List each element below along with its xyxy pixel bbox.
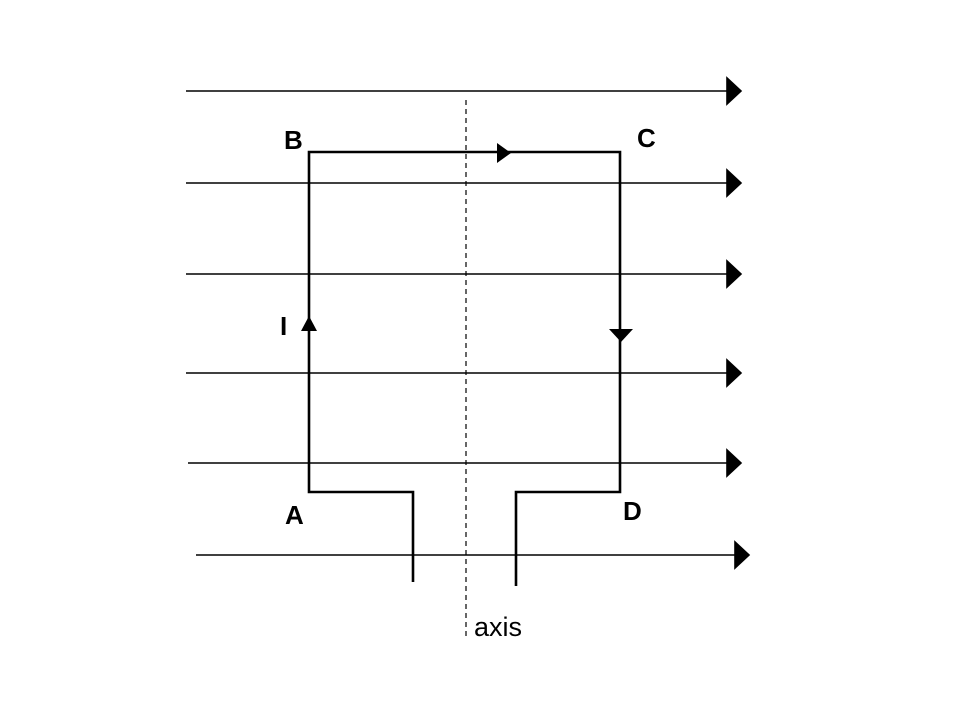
- field-line: [186, 259, 743, 289]
- axis-label: axis: [474, 612, 523, 642]
- field-arrowhead-icon: [726, 168, 743, 198]
- corner-label-a: A: [285, 500, 304, 530]
- field-arrowhead-icon: [726, 76, 743, 106]
- magnetic-field-lines: [186, 76, 751, 570]
- corner-label-d: D: [623, 496, 642, 526]
- current-arrow-right-icon: [497, 143, 511, 163]
- field-line: [186, 358, 743, 388]
- field-arrowhead-icon: [726, 448, 743, 478]
- field-line: [186, 76, 743, 106]
- current-label: I: [280, 311, 288, 341]
- field-line: [196, 540, 751, 570]
- coil-wire: [307, 150, 622, 586]
- corner-label-b: B: [284, 125, 303, 155]
- corner-label-c: C: [637, 123, 656, 153]
- field-arrowhead-icon: [726, 259, 743, 289]
- current-arrow-up-icon: [301, 316, 317, 331]
- current-arrow-down-icon: [609, 329, 633, 342]
- field-line: [186, 168, 743, 198]
- field-line: [188, 448, 743, 478]
- field-arrowhead-icon: [726, 358, 743, 388]
- field-arrowhead-icon: [734, 540, 751, 570]
